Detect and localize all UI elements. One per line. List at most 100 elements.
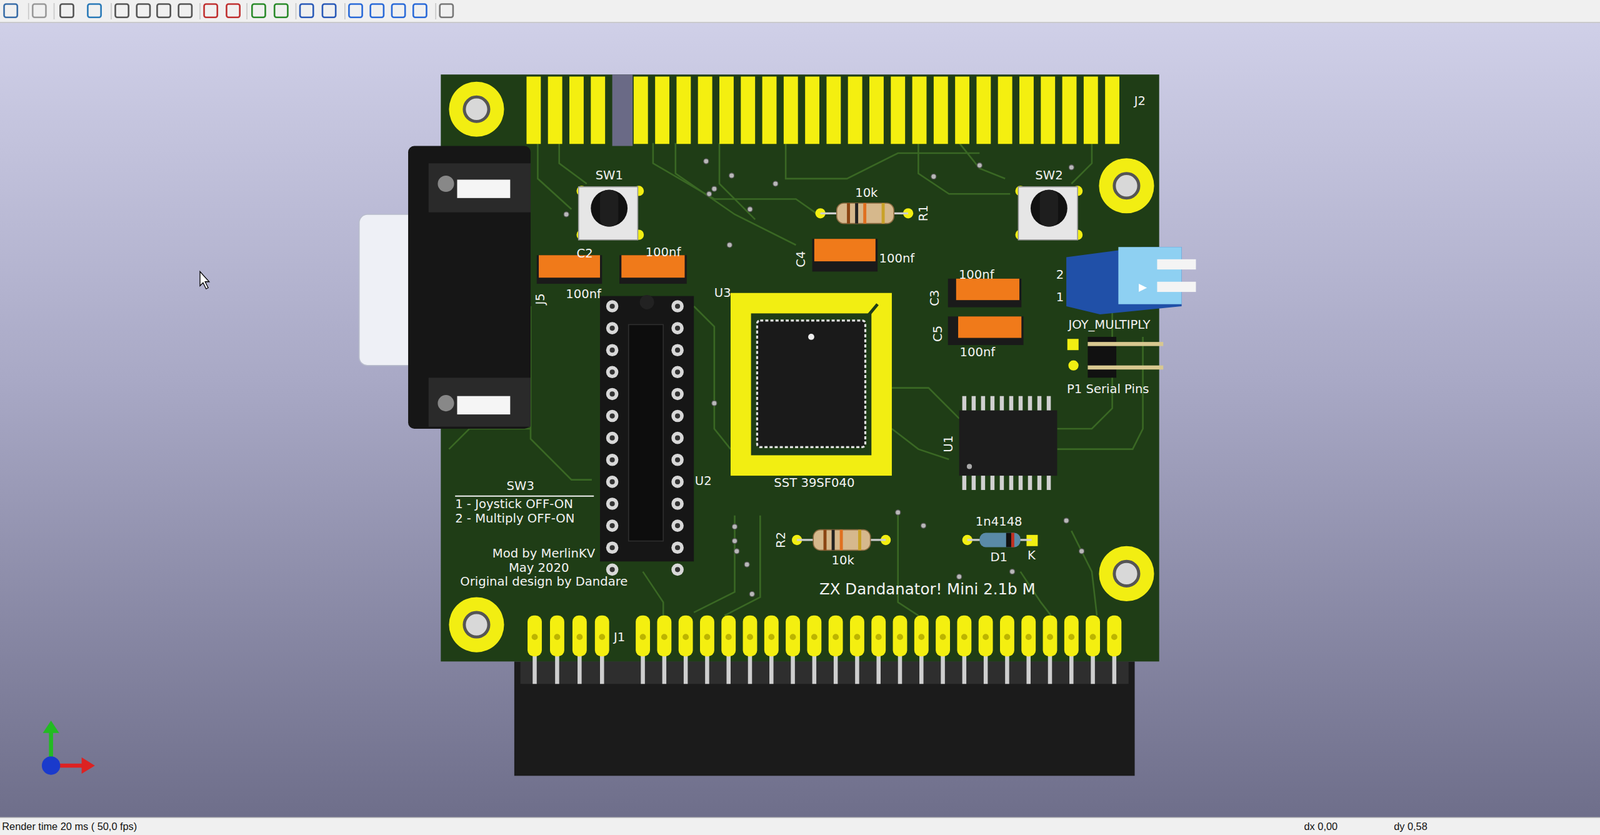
soic-pin xyxy=(962,475,967,490)
socket-hole xyxy=(610,566,615,572)
socket-hole xyxy=(610,545,615,550)
socket-hole xyxy=(610,435,615,441)
pcb-label: May 2020 xyxy=(508,561,570,576)
pin-pad xyxy=(1043,615,1058,657)
toolbar-icon xyxy=(348,4,362,18)
pcb-label: 100nf xyxy=(645,246,682,261)
edge-finger xyxy=(698,76,713,144)
socket-contact xyxy=(671,453,684,467)
pcb-label: J5 xyxy=(533,293,549,305)
pin-hole xyxy=(1025,633,1032,640)
pcb-label: SW3 xyxy=(506,480,535,495)
pin-hole xyxy=(832,633,839,640)
socket-contact xyxy=(671,300,684,313)
pin-lead xyxy=(919,653,924,684)
db9-connector xyxy=(359,146,531,429)
socket-hole xyxy=(675,545,680,550)
toolbar-icon xyxy=(178,4,192,18)
pin-lead xyxy=(962,653,967,684)
cathode-band xyxy=(1006,533,1012,548)
trace xyxy=(891,428,949,460)
toolbar-separator xyxy=(110,3,112,20)
toolbar-icon xyxy=(226,4,240,18)
via xyxy=(773,181,779,187)
pcb-label: K xyxy=(1027,549,1036,564)
pin-lead xyxy=(1026,653,1031,684)
pcb-label: JOY_MULTIPLY xyxy=(1068,318,1150,334)
pin-pad xyxy=(721,615,736,657)
socket-hole xyxy=(675,566,680,572)
soic-pin xyxy=(990,396,995,411)
db9-nut xyxy=(437,395,454,412)
pin-hole xyxy=(725,633,732,640)
pin-lead xyxy=(1048,653,1053,684)
pin-lead xyxy=(1112,653,1117,684)
pin-pad xyxy=(850,615,865,657)
socket-hole xyxy=(610,479,615,485)
db9-bolt xyxy=(456,396,510,415)
pcb-label: C3 xyxy=(928,290,944,307)
chamfer xyxy=(867,304,878,317)
pin-hole xyxy=(940,633,947,640)
pcb-label: R1 xyxy=(917,205,932,222)
edge-finger xyxy=(676,76,691,144)
switch-body xyxy=(578,186,639,240)
status-text: dy 0,58 xyxy=(1393,820,1428,833)
soic-pin xyxy=(971,475,977,490)
via xyxy=(731,538,737,544)
pin-lead xyxy=(555,653,560,684)
band xyxy=(858,530,862,551)
pin-hole xyxy=(1046,633,1054,640)
pin-hole xyxy=(875,633,882,640)
socket-hole xyxy=(675,435,680,441)
edge-finger xyxy=(1019,76,1034,144)
resistor-body xyxy=(813,530,870,551)
switch-body xyxy=(1066,246,1182,315)
pin-hole xyxy=(896,633,904,640)
pin-pad xyxy=(743,615,758,657)
toolbar-icon xyxy=(60,4,74,18)
pcb-label: 10k xyxy=(831,554,855,569)
pin-hole xyxy=(1068,633,1075,640)
status-bar xyxy=(0,817,1600,835)
axis-gizmo xyxy=(41,720,95,775)
soic-pin xyxy=(1009,396,1014,411)
switch-button xyxy=(590,190,628,227)
via xyxy=(711,186,717,192)
socket-contact xyxy=(606,497,619,510)
pin-pad xyxy=(678,615,694,657)
pin-lead xyxy=(790,653,795,684)
pin-pad xyxy=(871,615,886,657)
pin-lead xyxy=(532,653,537,684)
toolbar-separator xyxy=(53,3,55,20)
edge-finger xyxy=(912,76,927,144)
edge-connector-top xyxy=(520,661,1129,684)
pcb-label: 2 xyxy=(1056,268,1064,284)
pcb-label: D1 xyxy=(990,551,1008,566)
pin-pad xyxy=(572,615,587,657)
plcc-body xyxy=(756,320,865,448)
socket-contact xyxy=(671,519,684,532)
soic-pin xyxy=(1009,475,1014,490)
pcb-label: ZX Dandanator! Mini 2.1b M xyxy=(819,580,1036,599)
socket-contact xyxy=(606,343,619,357)
via xyxy=(931,173,937,179)
switch-arrow xyxy=(1138,283,1147,292)
via xyxy=(703,158,709,164)
capacitor-shadow xyxy=(948,278,1022,308)
band xyxy=(823,530,827,551)
via xyxy=(1068,165,1074,170)
pin1-dot xyxy=(966,463,972,469)
db9-housing xyxy=(408,146,531,429)
toolbar-icon xyxy=(251,4,265,18)
soic-pin xyxy=(981,396,986,411)
toolbar-separator xyxy=(295,3,297,20)
pin-lead xyxy=(1069,653,1074,684)
pcb-label: 1 xyxy=(1056,290,1064,305)
pin-pad xyxy=(1021,615,1036,657)
pin-lead xyxy=(833,653,839,684)
pin-hole xyxy=(598,633,605,640)
pin-hole xyxy=(918,633,925,640)
via xyxy=(711,400,717,406)
pcb-label: 2 - Multiply OFF-ON xyxy=(455,512,575,527)
